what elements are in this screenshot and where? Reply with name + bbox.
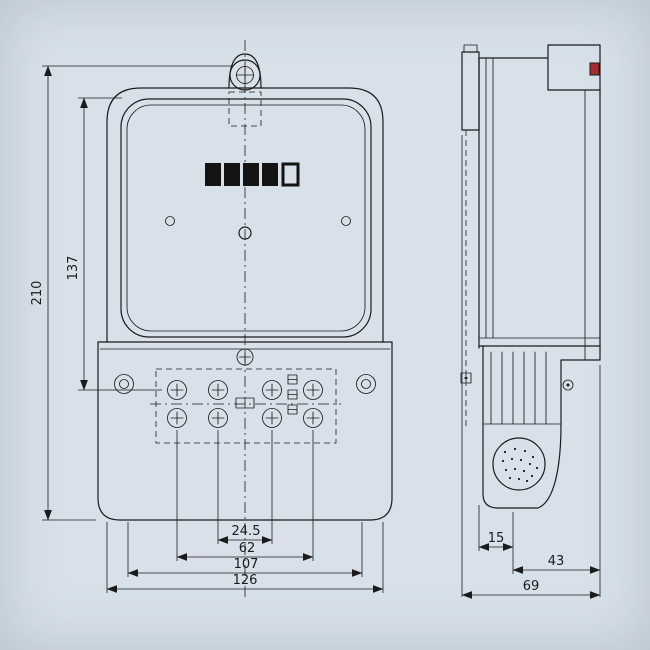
face-center-hole bbox=[238, 226, 252, 240]
right-fixing-ear bbox=[356, 374, 376, 394]
cover-height-label: 137 bbox=[66, 256, 81, 281]
terminal-cover bbox=[97, 341, 393, 521]
wall-fixing-screw bbox=[460, 372, 472, 384]
dim-overall-depth: 69 bbox=[461, 135, 601, 599]
dimension-annotations: 210 137 24.5 62 107 bbox=[30, 65, 601, 599]
wire-entry-hole bbox=[492, 437, 546, 491]
side-view bbox=[460, 44, 601, 509]
dim-cover-height: 137 bbox=[66, 97, 162, 391]
overall-depth-label: 69 bbox=[523, 579, 540, 594]
side-body bbox=[478, 44, 601, 361]
voltage-links bbox=[287, 374, 298, 415]
right-face-screw bbox=[341, 216, 351, 226]
overall-width-label: 126 bbox=[233, 573, 258, 588]
cover-seal-screw bbox=[236, 348, 254, 366]
meter-case bbox=[106, 87, 384, 343]
dim-overall-height: 210 bbox=[30, 65, 232, 521]
register-display bbox=[205, 162, 300, 187]
hidden-terminal-block bbox=[155, 368, 337, 444]
side-cover-screw bbox=[562, 379, 574, 391]
terminal-span-label: 62 bbox=[239, 541, 256, 556]
front-view bbox=[97, 40, 393, 601]
dim-terminal-pitch: 24.5 bbox=[217, 430, 273, 544]
front-step-depth-label: 15 bbox=[488, 531, 505, 546]
left-face-screw bbox=[165, 216, 175, 226]
mounting-width-label: 107 bbox=[234, 557, 259, 572]
last-digit-cell bbox=[281, 162, 300, 187]
terminal-pitch-label: 24.5 bbox=[232, 524, 261, 539]
side-hanger-plate bbox=[460, 44, 480, 430]
link-plate bbox=[235, 397, 255, 409]
lead-seal bbox=[589, 62, 600, 76]
dim-mounting-width: 107 bbox=[127, 522, 363, 577]
dim-front-step-depth: 15 bbox=[478, 505, 514, 574]
hanger-bracket bbox=[228, 53, 262, 127]
dim-terminal-span: 62 bbox=[176, 430, 314, 561]
side-terminal-cover bbox=[482, 345, 601, 509]
side-hanger-housing bbox=[547, 44, 601, 91]
terminal-screws bbox=[167, 374, 323, 428]
hidden-hanger-outline bbox=[228, 91, 262, 127]
left-fixing-ear bbox=[114, 374, 134, 394]
dim-terminal-cover-depth: 43 bbox=[512, 365, 601, 597]
dim-overall-width: 126 bbox=[106, 522, 384, 593]
terminal-cover-depth-label: 43 bbox=[548, 554, 565, 569]
overall-height-label: 210 bbox=[30, 281, 45, 306]
